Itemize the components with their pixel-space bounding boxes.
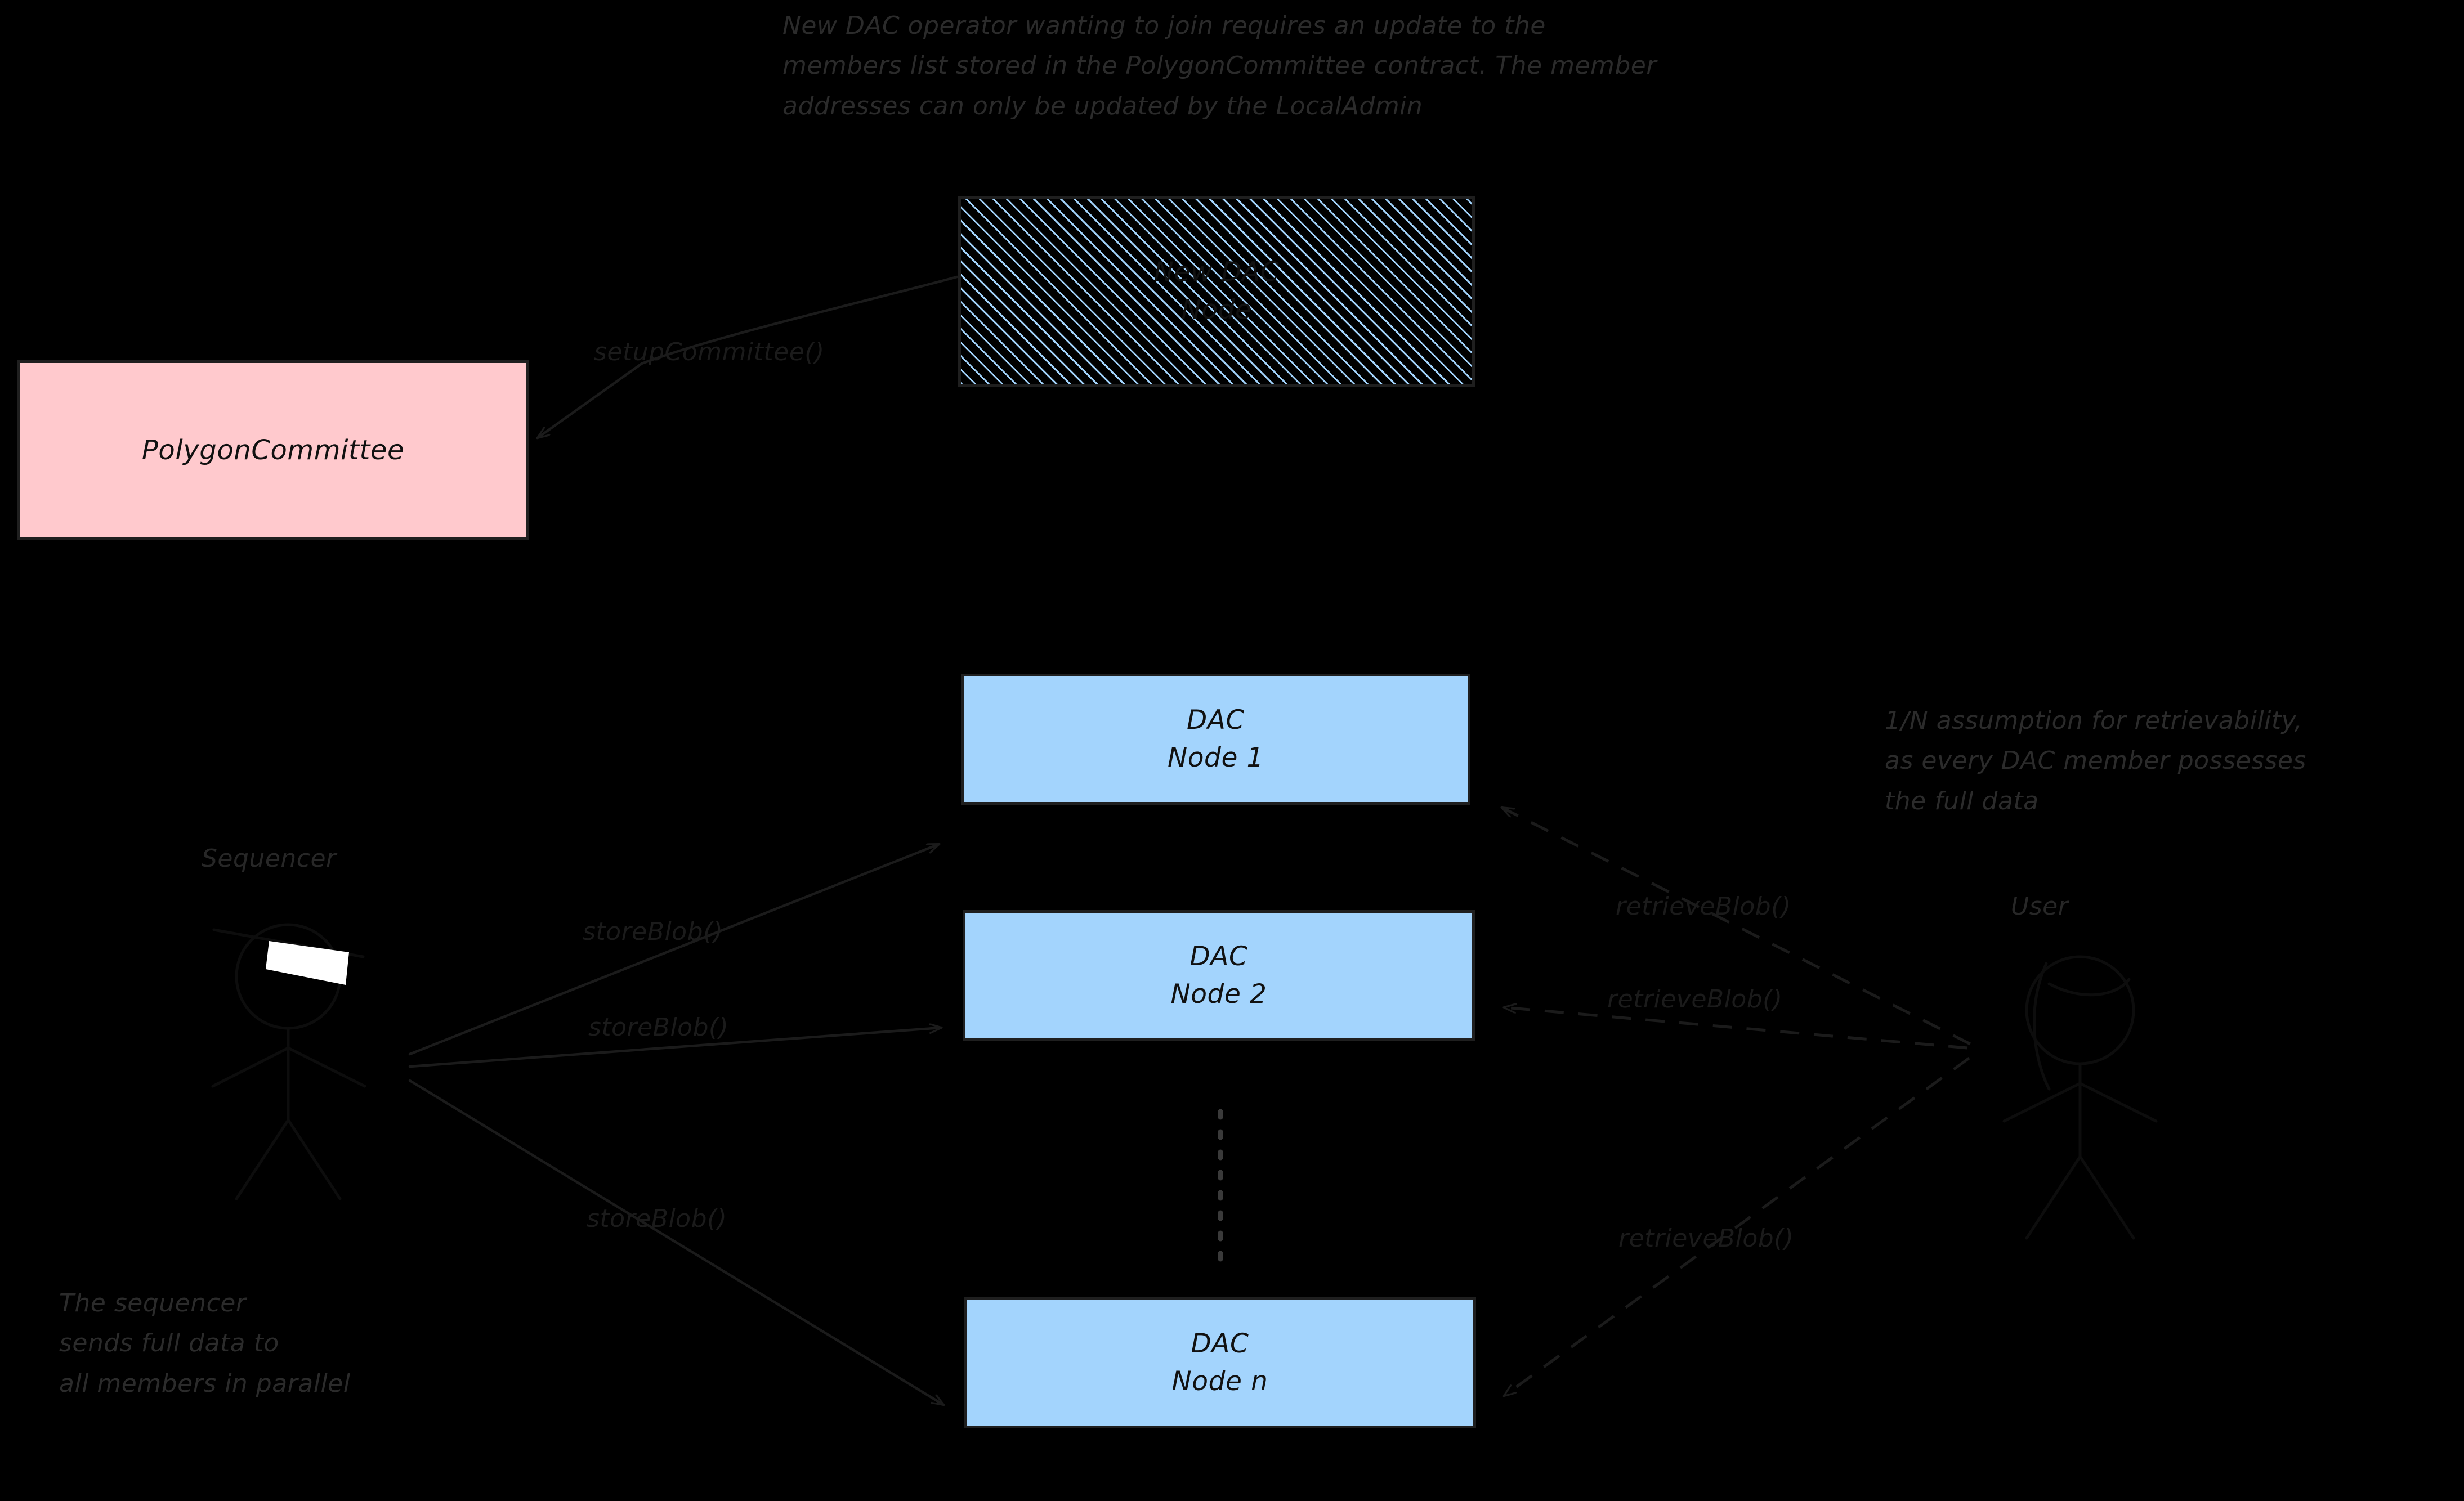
edge-label-store-blob-2: storeBlob() — [588, 1013, 729, 1042]
node-dac-node-1[interactable]: DAC Node 1 — [961, 674, 1470, 805]
sequencer-label: Sequencer — [202, 844, 337, 873]
node-polygon-committee-label: PolygonCommittee — [141, 434, 405, 466]
node-dac-node-2-label: DAC Node 2 — [1170, 940, 1267, 1010]
edge-label-setup-committee: setupCommittee() — [594, 338, 825, 366]
node-dac-node-n-label: DAC Node n — [1171, 1328, 1268, 1397]
edge-store-blob-3 — [408, 1079, 943, 1406]
edge-label-store-blob-1: storeBlob() — [583, 917, 723, 946]
note-new-dac-operator: New DAC operator wanting to join require… — [782, 11, 1657, 120]
sequencer-figure-icon — [211, 923, 366, 1200]
note-retrievability-assumption: 1/N assumption for retrievability, as ev… — [1885, 706, 2306, 816]
edge-label-retrieve-blob-3: retrieveBlob() — [1618, 1224, 1794, 1253]
node-dac-node-2[interactable]: DAC Node 2 — [963, 910, 1475, 1041]
edge-label-retrieve-blob-2: retrieveBlob() — [1607, 985, 1783, 1014]
edge-label-retrieve-blob-1: retrieveBlob() — [1616, 892, 1791, 921]
node-dac-node-n[interactable]: DAC Node n — [964, 1297, 1476, 1428]
edge-label-store-blob-3: storeBlob() — [587, 1204, 727, 1233]
node-new-dac-node[interactable]: New DAC Node — [958, 196, 1475, 387]
node-polygon-committee[interactable]: PolygonCommittee — [17, 360, 529, 540]
node-dac-node-1-label: DAC Node 1 — [1167, 704, 1264, 773]
user-label: User — [2011, 892, 2069, 921]
note-sequencer-parallel: The sequencer sends full data to all mem… — [59, 1289, 351, 1398]
sequencer-highlight-band — [266, 941, 349, 985]
user-figure-icon — [2002, 955, 2158, 1240]
node-new-dac-node-label: New DAC Node — [1153, 257, 1280, 325]
